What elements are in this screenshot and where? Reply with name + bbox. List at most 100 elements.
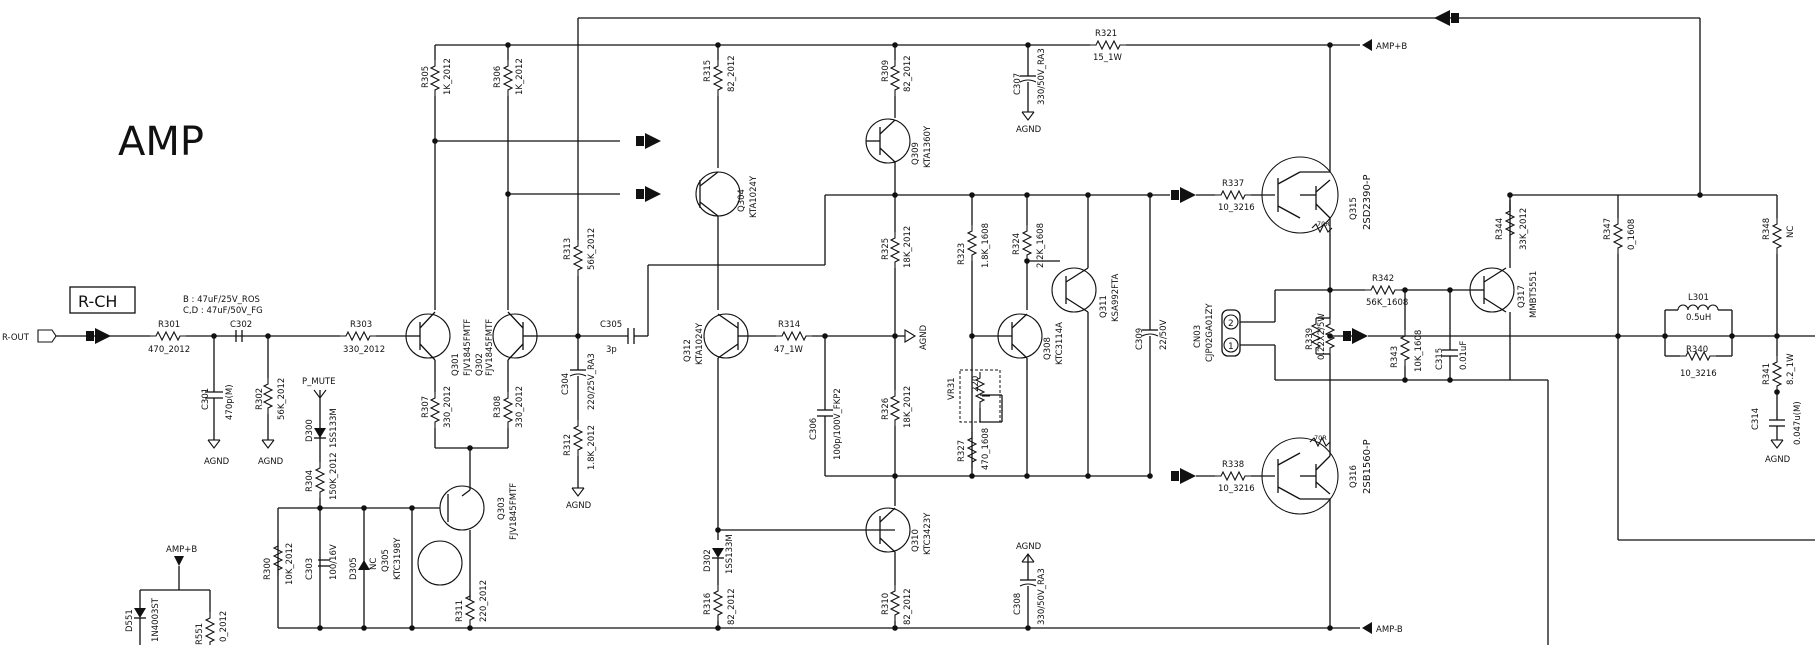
d551-r551 [134, 556, 215, 645]
r303-ref: R303 [350, 320, 372, 330]
r308-value: 330_2012 [515, 386, 525, 428]
q312-part: KTA1024Y [695, 322, 705, 365]
bias-arrow-1 [636, 133, 661, 149]
c301-ref: C301 [201, 388, 211, 410]
d305-value: NC [369, 558, 379, 570]
amp-pos-arrow [1362, 39, 1372, 51]
r300-value: 10K_2012 [285, 543, 295, 585]
cn03-pin2: 2 [1228, 319, 1234, 329]
r307-value: 330_2012 [443, 386, 453, 428]
r302-value: 56K_2012 [277, 378, 287, 420]
agnd-3: AGND [566, 501, 592, 511]
input-wires [56, 330, 408, 449]
r341-ref: R341 [1762, 363, 1772, 385]
c304-ref: C304 [561, 373, 571, 395]
r337-value: 10_3216 [1218, 203, 1255, 213]
r327-ref: R327 [957, 440, 967, 462]
c309 [1141, 192, 1159, 479]
r300-ref: R300 [263, 558, 273, 580]
q310-part: KTC3423Y [923, 512, 933, 555]
r316-ref: R316 [703, 593, 713, 615]
input-label: R-OUT [2, 333, 30, 343]
agnd-6: AGND [1016, 542, 1042, 552]
r304-value: 150K_2012 [329, 452, 339, 500]
q304-part: KTA1024Y [749, 175, 759, 218]
vr31-ref: VR31 [947, 377, 957, 400]
r338-value: 10_3216 [1218, 484, 1255, 494]
r324-ref: R324 [1012, 233, 1022, 255]
r305-ref: R305 [421, 66, 431, 88]
r315-value: 82_2012 [727, 55, 737, 92]
q302-ref: Q302 [475, 353, 485, 376]
r325-value: 18K_2012 [903, 226, 913, 268]
d300-ref: D300 [305, 419, 315, 442]
driver-column [865, 45, 917, 631]
r310-value: 82_2012 [903, 588, 913, 625]
r337-ref: R337 [1222, 179, 1244, 189]
r309-ref: R309 [881, 60, 891, 82]
r344-value: 33K_2012 [1519, 208, 1529, 250]
r305-r306 [430, 59, 620, 310]
r306-ref: R306 [493, 66, 503, 88]
r305-value: 1K_2012 [443, 58, 453, 95]
c303-ref: C303 [305, 558, 315, 580]
page-title: AMP [118, 119, 204, 165]
cn03-pin1: 1 [1228, 342, 1234, 352]
r321-ref: R321 [1095, 29, 1117, 39]
d551-ref: D551 [125, 609, 135, 632]
q308-ref: Q308 [1043, 337, 1053, 360]
connector-cn03 [1221, 289, 1510, 381]
r312-value: 1.8K_2012 [587, 425, 597, 470]
cn03-part: CJP02GA01ZY [1205, 303, 1215, 362]
d305-ref: D305 [349, 557, 359, 580]
c309-ref: C309 [1135, 328, 1145, 350]
output-filter [1613, 194, 1815, 541]
r316-value: 82_2012 [727, 588, 737, 625]
feedback-arrow [1434, 10, 1459, 26]
output-stage [1196, 45, 1365, 631]
d300-part: 1SS133M [329, 408, 339, 448]
r323-ref: R323 [957, 243, 967, 265]
rail-caps [1019, 45, 1037, 631]
r551-value: 0_2012 [219, 611, 229, 642]
r342-value: 56K_1608 [1366, 298, 1408, 308]
r343-value: 10K_1608 [1414, 330, 1424, 372]
c308-ref: C308 [1013, 593, 1023, 615]
cn03-ref: CN03 [1193, 325, 1203, 348]
q302-part: FJV1845FMTF [485, 319, 495, 376]
c302-ref: C302 [230, 320, 252, 330]
q317-ref: Q317 [1517, 285, 1527, 308]
agnd-4: AGND [919, 324, 929, 350]
r308-ref: R308 [493, 396, 503, 418]
c303-value: 100/16V [329, 544, 339, 580]
r551-ref: R551 [195, 623, 205, 645]
c315-value: 0.01uF [1459, 341, 1469, 370]
c305-ref: C305 [600, 320, 622, 330]
current-source [273, 389, 1330, 631]
r327-value: 470_1608 [981, 428, 991, 470]
q301-ref: Q301 [451, 353, 461, 376]
q305-ref: Q305 [381, 549, 391, 572]
r326-value: 18K_2012 [903, 386, 913, 428]
r303-value: 330_2012 [343, 345, 385, 355]
c308-value: 330/50V_RA3 [1037, 568, 1047, 625]
q301-q302 [405, 311, 578, 490]
input-port [37, 329, 57, 343]
r313-c304-group [569, 194, 1170, 497]
r312-ref: R312 [563, 434, 573, 456]
amp-neg-arrow [1362, 622, 1372, 634]
q309-part: KTA1360Y [923, 125, 933, 168]
protection-block [1330, 192, 1703, 383]
q301-part: FJV1845FMTF [463, 319, 473, 376]
agnd-1: AGND [204, 457, 230, 467]
r311-value: 220_2012 [479, 580, 489, 622]
r302-ref: R302 [255, 388, 265, 410]
q303-ref: Q303 [497, 497, 507, 520]
channel-label: R-CH [78, 292, 117, 311]
agnd-7: AGND [1765, 455, 1791, 465]
r341-value: 8.2_1W [1786, 353, 1796, 385]
cap-note-1: B : 47uF/25V_ROS [183, 295, 260, 305]
r70-a: 70R [1317, 220, 1330, 228]
r342-ref: R342 [1372, 274, 1394, 284]
r313-value: 56K_2012 [587, 228, 597, 270]
